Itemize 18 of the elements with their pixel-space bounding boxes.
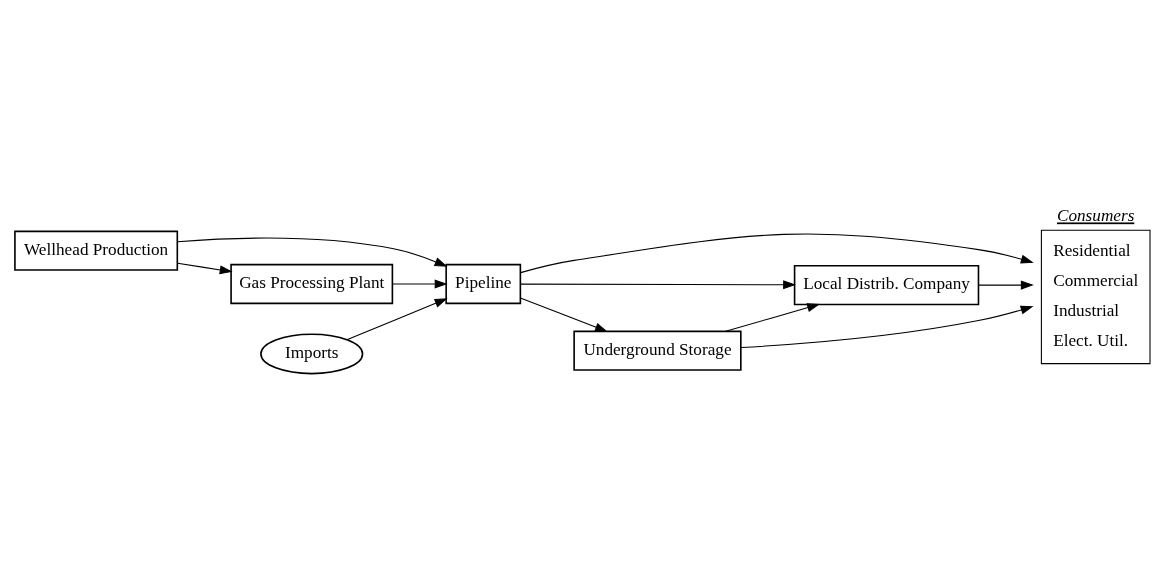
node-box: Underground Storage bbox=[573, 330, 742, 371]
arrow bbox=[519, 297, 608, 332]
arrow bbox=[177, 237, 448, 267]
node-box: Wellhead Production bbox=[14, 230, 179, 271]
node-label: Consumers bbox=[1056, 206, 1135, 226]
arrow bbox=[520, 280, 797, 290]
arrow bbox=[392, 279, 448, 289]
node-box: Residential Commercial Industrial Elect. Util. bbox=[1040, 229, 1151, 365]
arrow bbox=[520, 233, 1034, 274]
node-box: Gas Processing Plant bbox=[230, 263, 394, 305]
arrow bbox=[978, 280, 1034, 290]
node-box: Local Distrib. Company bbox=[793, 264, 980, 306]
arrow bbox=[346, 298, 448, 341]
arrow bbox=[177, 262, 233, 275]
node-ellipse: Imports bbox=[260, 333, 364, 375]
node-box: Pipeline bbox=[445, 263, 522, 305]
arrow bbox=[725, 303, 821, 332]
arrow bbox=[740, 305, 1034, 349]
